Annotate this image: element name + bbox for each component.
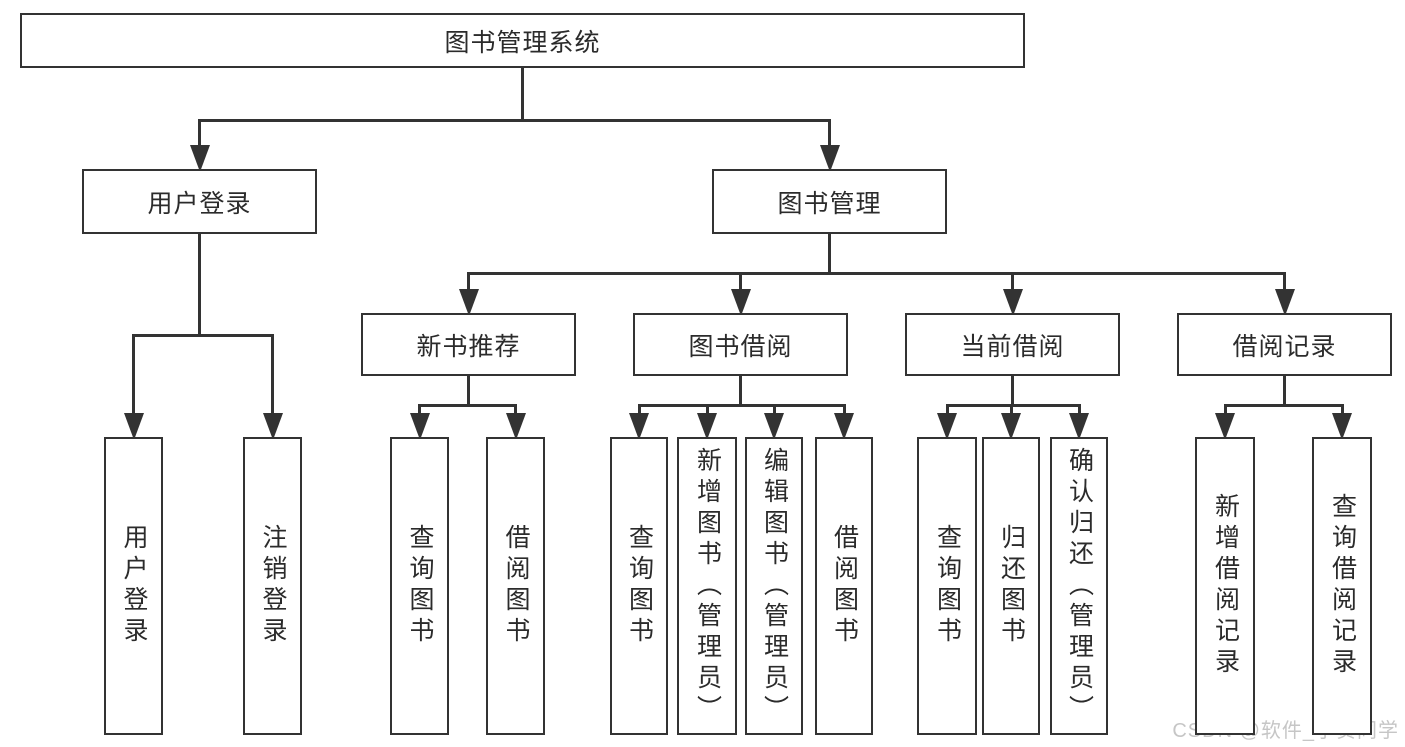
node-label: 用户登录 (120, 524, 148, 648)
node-label: 确认归还（管理员） (1065, 446, 1094, 726)
node-leaf-edit-book: 编辑图书（管理员） (745, 437, 803, 735)
node-leaf-borrow-book-b: 借阅图书 (815, 437, 873, 735)
node-leaf-return-book: 归还图书 (982, 437, 1040, 735)
arrowhead-down-icon (1215, 413, 1235, 440)
node-leaf-query-record: 查询借阅记录 (1312, 437, 1372, 735)
arrowhead-down-icon (819, 145, 840, 172)
arrowhead-down-icon (1274, 289, 1295, 316)
connector-line (772, 405, 776, 415)
node-label: 新书推荐 (416, 332, 521, 361)
node-book-mgmt: 图书管理 (712, 169, 947, 234)
connector-line (132, 333, 274, 337)
node-borrow-record: 借阅记录 (1177, 313, 1392, 376)
node-label: 查询图书 (933, 524, 962, 648)
node-leaf-add-book: 新增图书（管理员） (677, 437, 737, 735)
node-label: 当前借阅 (960, 332, 1065, 361)
node-label: 注销登录 (259, 524, 287, 648)
connector-line (467, 376, 470, 405)
connector-line (1283, 376, 1286, 405)
connector-line (514, 405, 517, 415)
arrowhead-down-icon (262, 413, 283, 440)
connector-line (637, 405, 641, 415)
node-user-login: 用户登录 (82, 169, 317, 234)
connector-line (828, 234, 831, 273)
node-leaf-user-login: 用户登录 (104, 437, 163, 735)
node-book-borrow: 图书借阅 (633, 313, 848, 376)
arrowhead-down-icon (937, 413, 957, 440)
arrowhead-down-icon (1001, 413, 1021, 440)
node-current-borrow: 当前借阅 (905, 313, 1120, 376)
connector-line (1283, 273, 1286, 291)
connector-line (198, 118, 831, 122)
arrowhead-down-icon (834, 413, 854, 440)
node-label: 查询借阅记录 (1328, 493, 1357, 679)
connector-line (1077, 405, 1081, 415)
node-label: 图书管理 (777, 189, 882, 218)
arrowhead-down-icon (505, 413, 526, 440)
node-label: 归还图书 (997, 524, 1026, 648)
connector-line (271, 335, 274, 415)
connector-line (945, 405, 949, 415)
arrowhead-down-icon (123, 413, 144, 440)
connector-line (842, 405, 846, 415)
connector-line (637, 403, 846, 407)
node-leaf-query-book-a: 查询图书 (390, 437, 449, 735)
node-label: 图书借阅 (688, 332, 793, 361)
connector-line (467, 273, 470, 291)
node-leaf-add-record: 新增借阅记录 (1195, 437, 1255, 735)
node-leaf-query-book-c: 查询图书 (917, 437, 977, 735)
node-leaf-borrow-book-a: 借阅图书 (486, 437, 545, 735)
connector-line (418, 403, 517, 407)
connector-line (1011, 273, 1014, 291)
node-leaf-query-book-b: 查询图书 (610, 437, 668, 735)
connector-line (1340, 405, 1344, 415)
arrowhead-down-icon (1002, 289, 1023, 316)
arrowhead-down-icon (1332, 413, 1352, 440)
arrowhead-down-icon (697, 413, 717, 440)
connector-line (1011, 376, 1014, 405)
arrowhead-down-icon (1069, 413, 1089, 440)
node-new-book-rec: 新书推荐 (361, 313, 576, 376)
connector-line (467, 271, 1286, 275)
connector-line (828, 120, 831, 147)
node-label: 借阅图书 (502, 524, 530, 648)
connector-line (705, 405, 709, 415)
node-label: 图书管理系统 (444, 28, 601, 57)
node-label: 借阅图书 (830, 524, 859, 648)
node-label: 新增借阅记录 (1211, 493, 1240, 679)
node-leaf-logout: 注销登录 (243, 437, 302, 735)
arrowhead-down-icon (409, 413, 430, 440)
connector-line (418, 405, 421, 415)
arrowhead-down-icon (730, 289, 751, 316)
connector-line (1223, 403, 1344, 407)
connector-line (945, 403, 1081, 407)
arrowhead-down-icon (458, 289, 479, 316)
connector-line (1009, 405, 1013, 415)
connector-line (198, 234, 201, 335)
arrowhead-down-icon (629, 413, 649, 440)
node-root: 图书管理系统 (20, 13, 1025, 68)
node-label: 用户登录 (147, 189, 252, 218)
connector-line (132, 335, 135, 415)
node-label: 查询图书 (625, 524, 654, 648)
connector-line (739, 376, 742, 405)
node-label: 新增图书（管理员） (693, 446, 722, 726)
node-label: 查询图书 (406, 524, 434, 648)
arrowhead-down-icon (189, 145, 210, 172)
node-label: 借阅记录 (1232, 332, 1337, 361)
connector-line (198, 120, 201, 147)
node-leaf-confirm-return: 确认归还（管理员） (1050, 437, 1108, 735)
node-label: 编辑图书（管理员） (760, 446, 789, 726)
arrowhead-down-icon (764, 413, 784, 440)
connector-line (521, 68, 524, 120)
connector-line (739, 273, 742, 291)
connector-line (1223, 405, 1227, 415)
